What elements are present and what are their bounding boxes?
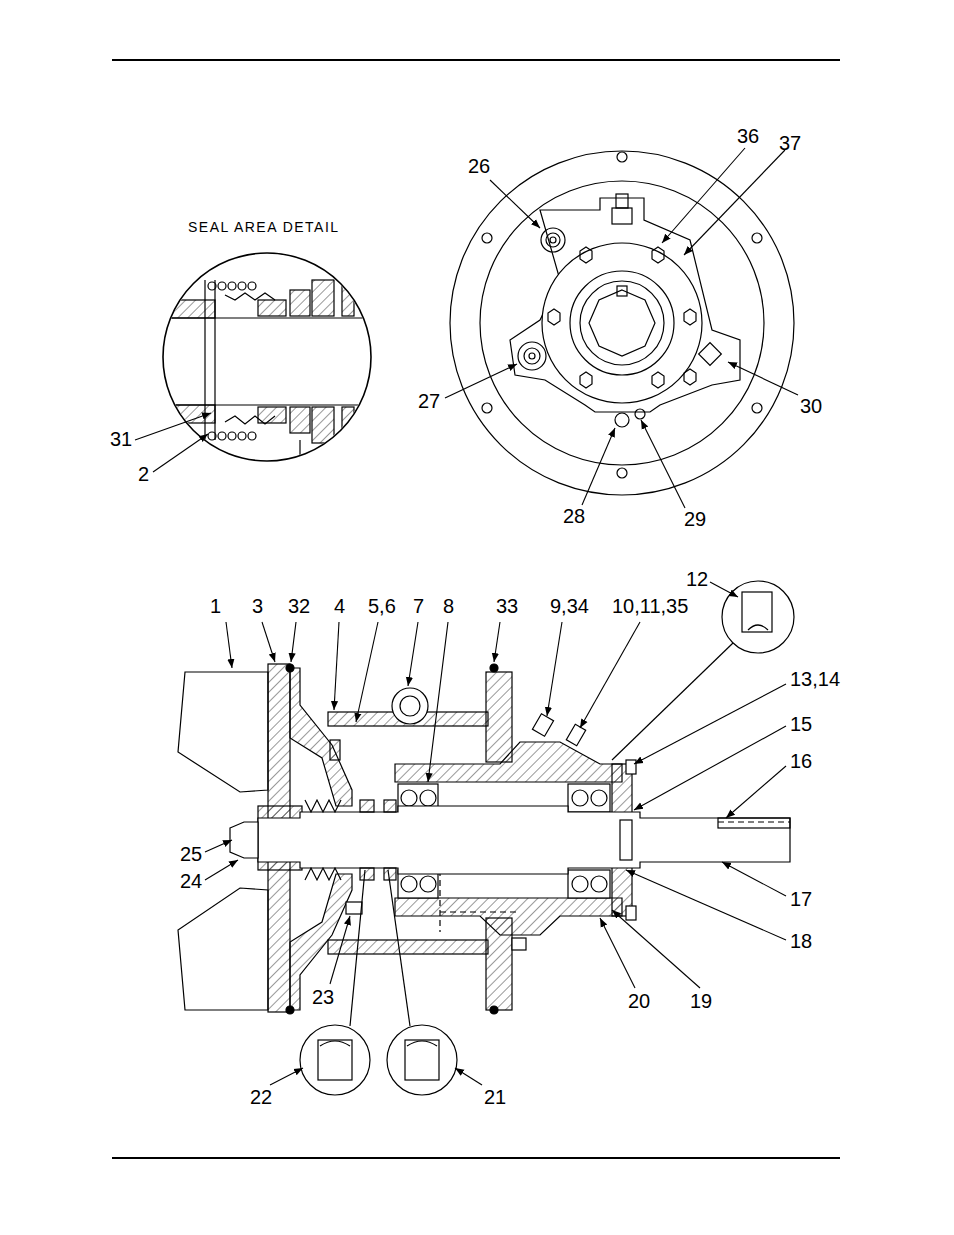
- callout-number: 3: [252, 595, 263, 617]
- callout-number: 26: [468, 155, 490, 177]
- callout-number: 29: [684, 508, 706, 530]
- callout-number: 1: [210, 595, 221, 617]
- callout-number: 13,14: [790, 668, 840, 690]
- detail-title: SEAL AREA DETAIL: [188, 220, 340, 235]
- callout-number: 21: [484, 1086, 506, 1108]
- callout-number: 28: [563, 505, 585, 527]
- callout-number: 19: [690, 990, 712, 1012]
- callout-number: 8: [443, 595, 454, 617]
- callout-number: 7: [413, 595, 424, 617]
- callout-number: 9,34: [550, 595, 589, 617]
- callout-number: 27: [418, 390, 440, 412]
- callout-number: 10,11,35: [612, 595, 688, 617]
- callout-number: 33: [496, 595, 518, 617]
- callout-number: 18: [790, 930, 812, 952]
- callout-number: 12: [686, 568, 708, 590]
- callout-number: 22: [250, 1086, 272, 1108]
- callout-number: 20: [628, 990, 650, 1012]
- callout-number: 36: [737, 125, 759, 147]
- callout-number: 23: [312, 986, 334, 1008]
- callout-number: 31: [110, 428, 132, 450]
- callout-number: 24: [180, 870, 202, 892]
- callout-number: 17: [790, 888, 812, 910]
- callout-number: 4: [334, 595, 345, 617]
- callout-number: 37: [779, 132, 801, 154]
- callout-number: 15: [790, 713, 812, 735]
- callout-number: 32: [288, 595, 310, 617]
- callout-number: 5,6: [368, 595, 396, 617]
- callout-number: 25: [180, 843, 202, 865]
- callout-number: 16: [790, 750, 812, 772]
- callout-number: 30: [800, 395, 822, 417]
- callout-number: 2: [138, 463, 149, 485]
